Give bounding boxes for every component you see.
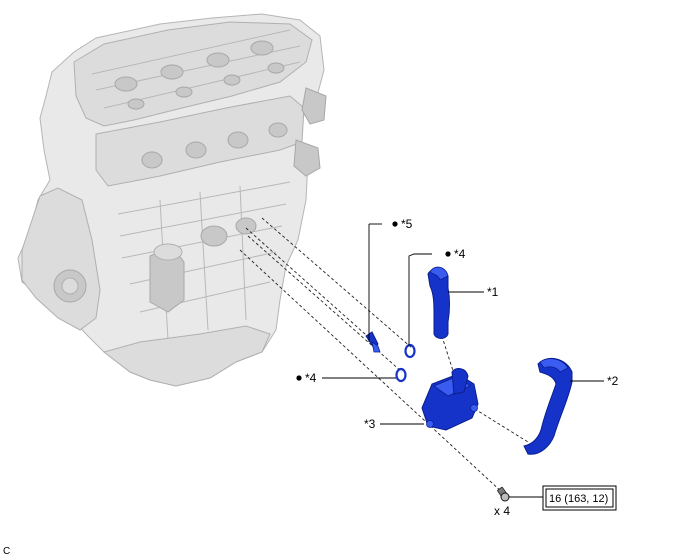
label-part-3: *3 (364, 417, 376, 431)
label-part-2: *2 (607, 374, 619, 388)
figure-corner-mark: C (3, 546, 10, 557)
part-3-oil-cooler (421, 368, 479, 431)
part-2-lower-hose (523, 357, 573, 455)
bolt-icon (497, 486, 510, 502)
label-part-5: *5 (401, 217, 413, 231)
replace-marker-icon (392, 221, 398, 227)
replace-markers (296, 221, 451, 381)
replace-marker-icon (296, 375, 302, 381)
part-4-o-ring-upper (404, 343, 416, 359)
exploded-view-guide-lines (239, 217, 529, 495)
callout-leader-lines (322, 223, 604, 498)
label-part-1: *1 (487, 285, 499, 299)
part-1-upper-hose (427, 266, 450, 339)
part-4-o-ring-lower (395, 367, 407, 383)
label-part-4-lower: *4 (305, 371, 317, 385)
torque-spec-box: 16 (163, 12) (542, 485, 617, 511)
torque-spec-value: 16 (163, 12) (549, 493, 608, 505)
label-part-4-upper: *4 (454, 247, 466, 261)
part-5-union-bolt (365, 331, 381, 353)
label-bolt-quantity: x 4 (494, 504, 510, 518)
engine-block-illustration (17, 13, 327, 387)
replace-marker-icon (445, 251, 451, 257)
